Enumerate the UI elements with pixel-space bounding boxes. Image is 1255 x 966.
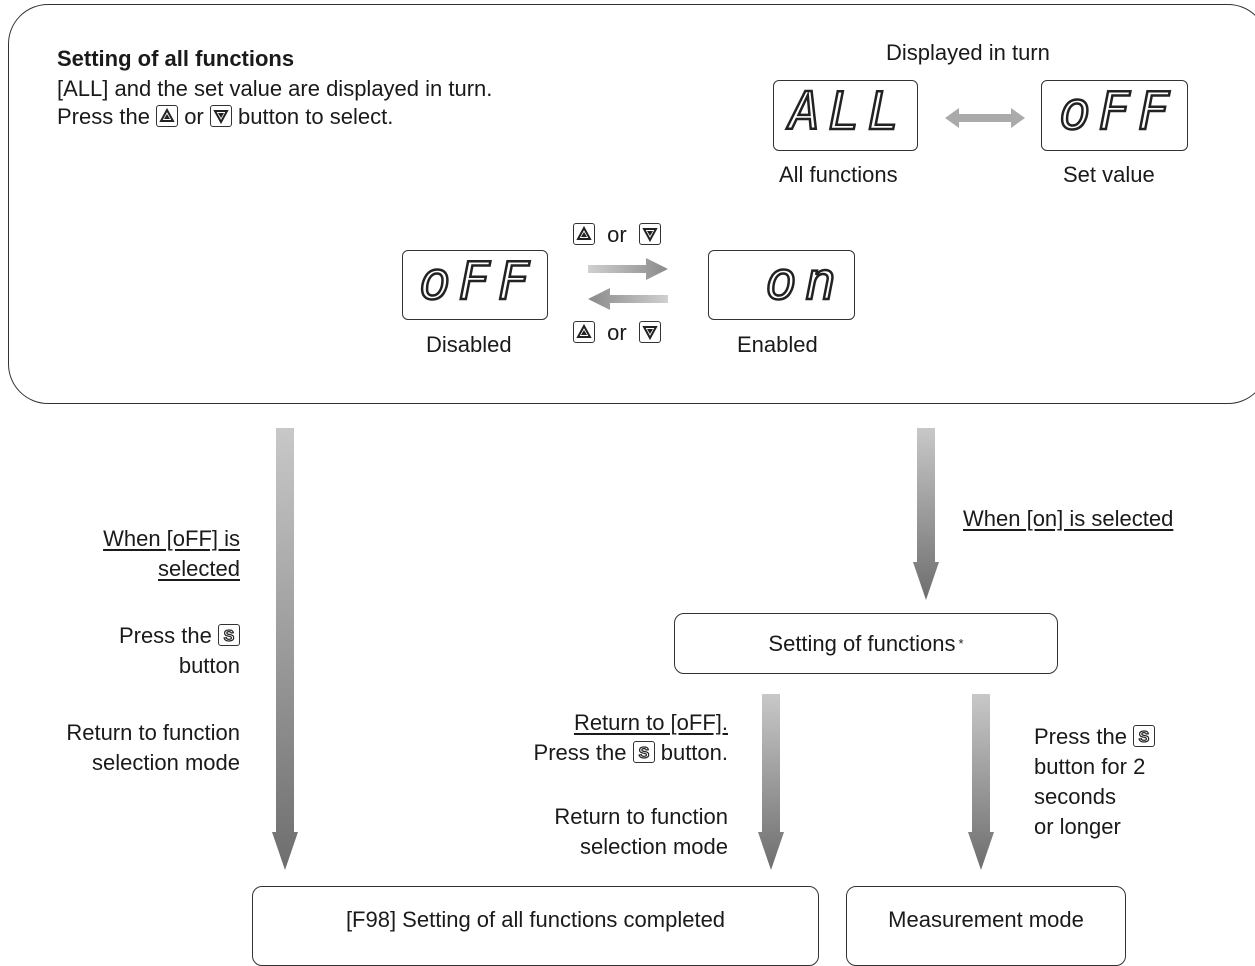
arrow-down-return-icon (758, 694, 784, 870)
when-off-line2: selected (158, 556, 240, 581)
s-button-icon: S (218, 624, 240, 646)
press-the-text: Press the (57, 104, 150, 129)
svg-text:S: S (1139, 729, 1150, 746)
completed-box: [F98] Setting of all functions completed (252, 886, 819, 966)
lcd-all-text: ALL (788, 81, 907, 144)
svg-text:S: S (224, 628, 235, 645)
up-button-icon (156, 105, 179, 127)
measurement-mode-box: Measurement mode (846, 886, 1126, 966)
lcd-off-top-display: oFF (1041, 80, 1188, 151)
return-to-off-label: Return to [oFF]. Press the S button. (440, 708, 728, 768)
s-button-icon: S (1133, 725, 1156, 747)
arrow-down-right-icon (913, 428, 939, 600)
when-on-selected-label: When [on] is selected (963, 504, 1173, 534)
when-off-selected-label: When [oFF] is selected (40, 524, 240, 584)
s-button-icon: S (632, 741, 655, 763)
lcd-off-top-text: oFF (1058, 81, 1177, 144)
return-line1: Return to function (66, 720, 240, 745)
double-arrow-icon (945, 108, 1025, 128)
lcd-on-text: on (764, 251, 844, 314)
return-function-selection-right: Return to function selection mode (480, 802, 728, 862)
button-to-select-text: button to select. (238, 104, 394, 129)
press-long-line4: or longer (1034, 814, 1121, 839)
enabled-label: Enabled (737, 332, 818, 357)
press-s-long-label: Press the S button for 2 seconds or long… (1034, 722, 1156, 842)
bottom-button-pair: or (573, 318, 661, 348)
down-button-icon (638, 223, 661, 245)
or-text: or (184, 104, 204, 129)
press-the-text: Press the (533, 740, 627, 765)
return-line1: Return to function (554, 804, 728, 829)
up-button-icon (573, 321, 595, 343)
completed-text: [F98] Setting of all functions completed (345, 907, 726, 932)
all-functions-label: All functions (779, 162, 898, 187)
svg-text:S: S (638, 745, 649, 762)
or-text: or (607, 320, 627, 345)
button-text: button. (660, 740, 728, 765)
lcd-off-display: oFF (402, 250, 548, 320)
measurement-text: Measurement mode (888, 907, 1084, 932)
arrow-down-measurement-icon (968, 694, 994, 870)
down-button-icon (638, 321, 661, 343)
press-long-line3: seconds (1034, 784, 1116, 809)
press-long-line2: button for 2 (1034, 754, 1146, 779)
press-s-button-label: Press the S button (40, 621, 240, 681)
disabled-label: Disabled (426, 332, 512, 357)
when-on-text: When [on] is selected (963, 506, 1174, 531)
arrow-right-icon (588, 258, 668, 280)
down-button-icon (209, 105, 232, 127)
return-line2: selection mode (580, 834, 728, 859)
when-off-line1: When [oFF] is (103, 526, 240, 551)
lcd-all-display: ALL (773, 80, 918, 151)
top-button-pair: or (573, 220, 661, 250)
all-functions-panel (8, 4, 1255, 404)
arrow-down-left-icon (272, 428, 298, 870)
set-value-label: Set value (1063, 162, 1155, 187)
lcd-off-text: oFF (418, 251, 537, 314)
asterisk-note: * (958, 636, 964, 651)
press-the-text: Press the (118, 623, 212, 648)
panel-title: Setting of all functions (57, 46, 295, 71)
panel-line2: Press the or button to select. (57, 102, 393, 132)
up-button-icon (573, 223, 595, 245)
button-text: button (178, 653, 240, 678)
press-the-text: Press the (1034, 724, 1127, 749)
return-off-line1: Return to [oFF]. (573, 710, 728, 735)
arrow-left-icon (588, 288, 668, 310)
or-text: or (607, 222, 627, 247)
displayed-in-turn-label: Displayed in turn (886, 40, 1050, 65)
panel-line1: [ALL] and the set value are displayed in… (57, 76, 493, 101)
setting-of-functions-box: Setting of functions* (674, 613, 1058, 674)
setting-functions-text: Setting of functions (768, 630, 956, 656)
return-line2: selection mode (92, 750, 240, 775)
lcd-on-display: on (708, 250, 855, 320)
return-function-selection-left: Return to function selection mode (20, 718, 240, 778)
